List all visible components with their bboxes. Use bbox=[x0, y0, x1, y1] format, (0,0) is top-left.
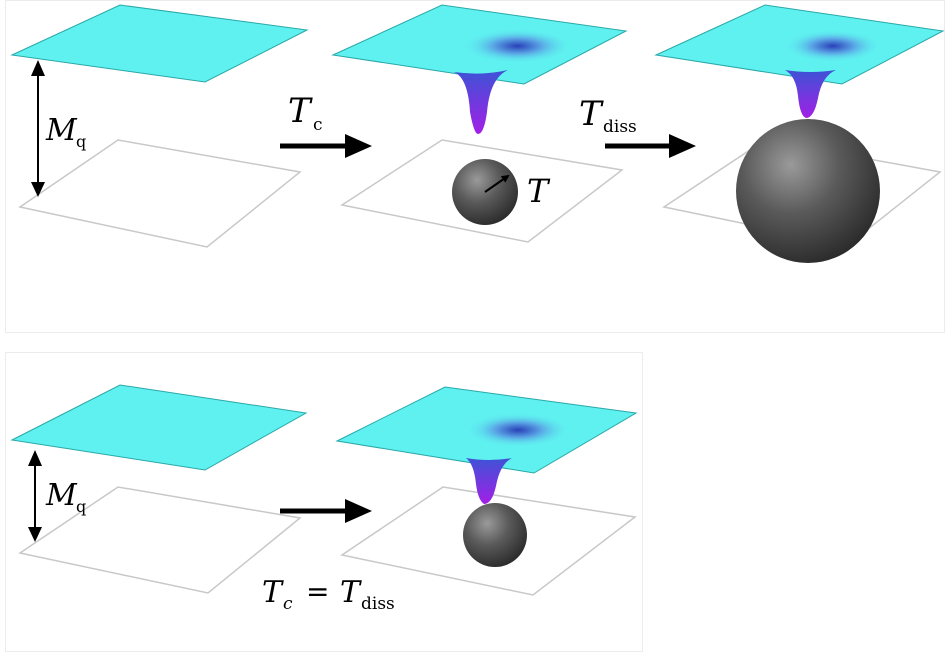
top-stage2-throat bbox=[454, 70, 508, 134]
bottom-stage1-lower-plane bbox=[18, 486, 302, 594]
equation-rhs-subscript: diss bbox=[361, 594, 395, 614]
top-arrow-2-label-subscript: diss bbox=[603, 117, 637, 137]
bottom-stage1-upper-plane bbox=[10, 384, 308, 471]
top-height-label-subscript: q bbox=[76, 132, 86, 151]
top-stage1-upper-plane bbox=[10, 4, 309, 83]
top-arrow-1-label-symbol: T bbox=[288, 91, 313, 131]
top-radius-label: T bbox=[527, 172, 551, 210]
top-stage3-black-hole-sphere bbox=[736, 119, 880, 263]
top-arrow-1-label-subscript: c bbox=[313, 115, 323, 135]
equation-lhs-subscript: c bbox=[283, 594, 293, 614]
equation-operator: = bbox=[306, 575, 329, 608]
top-stage3-dimple bbox=[780, 30, 876, 62]
top-stage3-throat bbox=[785, 70, 836, 118]
equation-rhs-symbol: T bbox=[340, 575, 362, 610]
bottom-stage2-lower-plane bbox=[340, 486, 637, 596]
top-height-label-symbol: M bbox=[45, 113, 78, 148]
bottom-stage2-black-hole-sphere bbox=[463, 503, 527, 567]
top-stage2-lower-plane bbox=[340, 139, 624, 243]
bottom-stage2-throat bbox=[466, 458, 512, 504]
equation-lhs-symbol: T bbox=[262, 575, 284, 610]
top-stage2-dimple bbox=[458, 29, 566, 63]
top-arrow-2-label-symbol: T bbox=[579, 94, 604, 134]
bottom-height-label-symbol: M bbox=[45, 478, 78, 513]
top-radius-arrow bbox=[484, 174, 510, 193]
top-stage1-lower-plane bbox=[18, 139, 302, 248]
bottom-stage2-dimple bbox=[461, 413, 565, 447]
bottom-height-label-subscript: q bbox=[76, 497, 86, 516]
